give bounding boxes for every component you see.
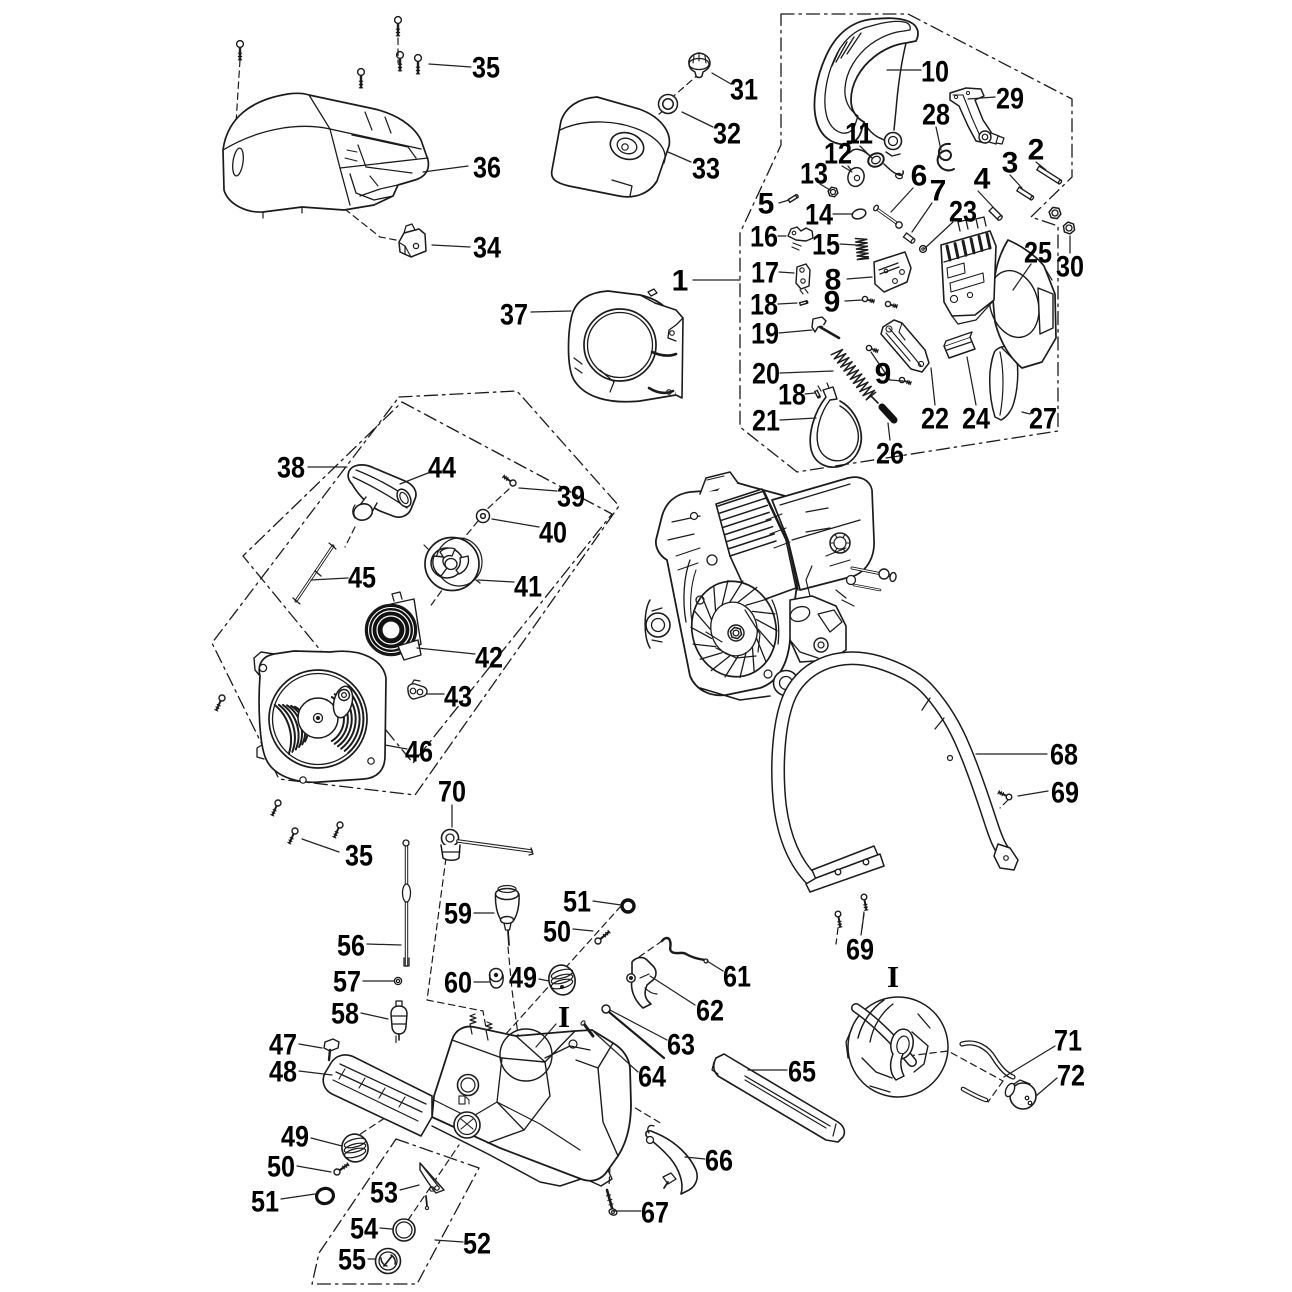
svg-text:50: 50	[267, 1151, 295, 1184]
svg-text:30: 30	[1056, 251, 1084, 284]
svg-text:28: 28	[922, 99, 950, 132]
svg-text:27: 27	[1029, 403, 1057, 436]
svg-text:14: 14	[805, 199, 833, 232]
svg-text:46: 46	[405, 736, 433, 769]
svg-text:49: 49	[281, 1121, 309, 1154]
svg-text:35: 35	[345, 840, 373, 873]
svg-text:58: 58	[331, 998, 359, 1031]
svg-text:57: 57	[333, 966, 361, 999]
svg-text:51: 51	[251, 1186, 279, 1219]
svg-text:36: 36	[473, 152, 501, 185]
svg-text:70: 70	[438, 776, 466, 809]
svg-text:23: 23	[949, 196, 977, 229]
svg-text:24: 24	[962, 403, 990, 436]
svg-text:15: 15	[812, 229, 840, 262]
svg-text:9: 9	[875, 358, 892, 391]
svg-text:66: 66	[705, 1145, 733, 1178]
svg-text:22: 22	[921, 403, 949, 436]
svg-text:56: 56	[337, 930, 365, 963]
svg-text:69: 69	[846, 934, 874, 967]
svg-text:26: 26	[876, 438, 904, 471]
svg-text:39: 39	[557, 481, 585, 514]
svg-text:68: 68	[1050, 739, 1078, 772]
svg-text:32: 32	[713, 118, 741, 151]
svg-text:25: 25	[1024, 237, 1052, 270]
svg-text:61: 61	[723, 961, 751, 994]
svg-text:43: 43	[444, 681, 472, 714]
svg-text:41: 41	[514, 571, 542, 604]
svg-text:37: 37	[500, 299, 528, 332]
svg-text:18: 18	[750, 289, 778, 322]
svg-text:47: 47	[269, 1029, 297, 1062]
svg-text:34: 34	[473, 232, 501, 265]
svg-text:38: 38	[277, 452, 305, 485]
svg-text:11: 11	[845, 118, 873, 151]
svg-text:67: 67	[641, 1197, 669, 1230]
svg-text:59: 59	[444, 898, 472, 931]
svg-text:48: 48	[269, 1056, 297, 1089]
svg-text:18: 18	[778, 379, 806, 412]
svg-text:53: 53	[370, 1177, 398, 1210]
svg-text:17: 17	[751, 257, 779, 290]
svg-text:50: 50	[543, 916, 571, 949]
svg-text:51: 51	[563, 886, 591, 919]
svg-text:4: 4	[974, 163, 991, 196]
svg-text:12: 12	[824, 138, 852, 171]
svg-text:71: 71	[1054, 1025, 1082, 1058]
svg-text:8: 8	[825, 264, 842, 297]
svg-text:65: 65	[788, 1056, 816, 1089]
svg-text:63: 63	[667, 1029, 695, 1062]
svg-text:62: 62	[696, 995, 724, 1028]
svg-text:3: 3	[1002, 147, 1019, 180]
svg-text:6: 6	[911, 160, 928, 193]
svg-text:I: I	[887, 959, 899, 994]
svg-text:33: 33	[692, 153, 720, 186]
svg-text:54: 54	[350, 1213, 378, 1246]
svg-text:45: 45	[348, 562, 376, 595]
svg-text:40: 40	[539, 517, 567, 550]
svg-text:1: 1	[672, 265, 689, 298]
svg-text:42: 42	[475, 642, 503, 675]
svg-text:7: 7	[930, 175, 947, 208]
svg-text:16: 16	[750, 221, 778, 254]
svg-text:19: 19	[751, 318, 779, 351]
svg-text:52: 52	[463, 1228, 491, 1261]
svg-text:21: 21	[752, 405, 780, 438]
svg-text:55: 55	[338, 1244, 366, 1277]
svg-text:29: 29	[996, 83, 1024, 116]
svg-text:9: 9	[824, 286, 841, 319]
svg-text:2: 2	[1028, 134, 1045, 167]
svg-text:64: 64	[638, 1061, 666, 1094]
svg-text:20: 20	[752, 358, 780, 391]
svg-text:69: 69	[1051, 777, 1079, 810]
svg-text:10: 10	[921, 56, 949, 89]
svg-text:72: 72	[1057, 1060, 1085, 1093]
svg-text:35: 35	[472, 52, 500, 85]
svg-text:I: I	[558, 999, 570, 1034]
svg-text:13: 13	[800, 158, 828, 191]
svg-text:60: 60	[444, 967, 472, 1000]
svg-text:49: 49	[509, 962, 537, 995]
svg-text:31: 31	[730, 74, 758, 107]
svg-text:44: 44	[428, 452, 456, 485]
svg-text:5: 5	[758, 188, 775, 221]
